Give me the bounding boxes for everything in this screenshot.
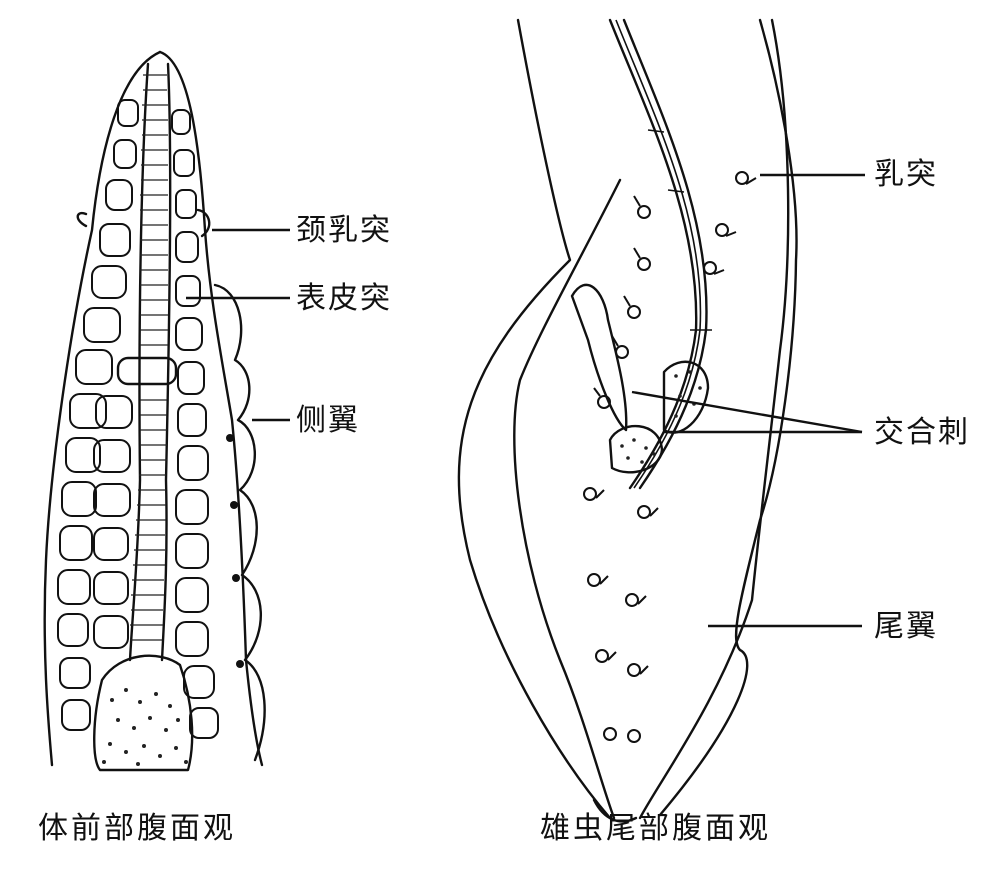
label-papillae: 乳突 [874,157,938,192]
label-lateral-ala: 侧翼 [296,403,360,438]
body-right-inner [638,18,790,820]
lateral-ala [213,283,266,762]
label-cuticular-process: 表皮突 [296,281,392,316]
label-cervical-papilla: 颈乳突 [296,213,392,248]
caption-anterior-ventral-view: 体前部腹面观 [38,811,236,846]
caudal-ala-outer-right [658,18,798,817]
caption-male-tail-ventral-view: 雄虫尾部腹面观 [540,811,771,846]
anterior-body-outline-left [43,50,162,767]
spicule-short [570,283,628,432]
anterior-body-outline-right [158,50,264,767]
oesophagus-right-wall [160,62,172,662]
oesophagus-left-wall [128,62,150,662]
tail-tip [592,798,638,823]
label-spicules: 交合刺 [874,415,970,450]
label-caudal-ala: 尾翼 [874,609,938,644]
cervical-papilla-shape [196,208,211,238]
papillae-group [583,171,757,743]
leader-spicule-1 [631,390,863,434]
caudal-ala-outer-left [457,18,612,820]
body-left-inner [513,178,622,820]
spicule-long [608,18,698,490]
